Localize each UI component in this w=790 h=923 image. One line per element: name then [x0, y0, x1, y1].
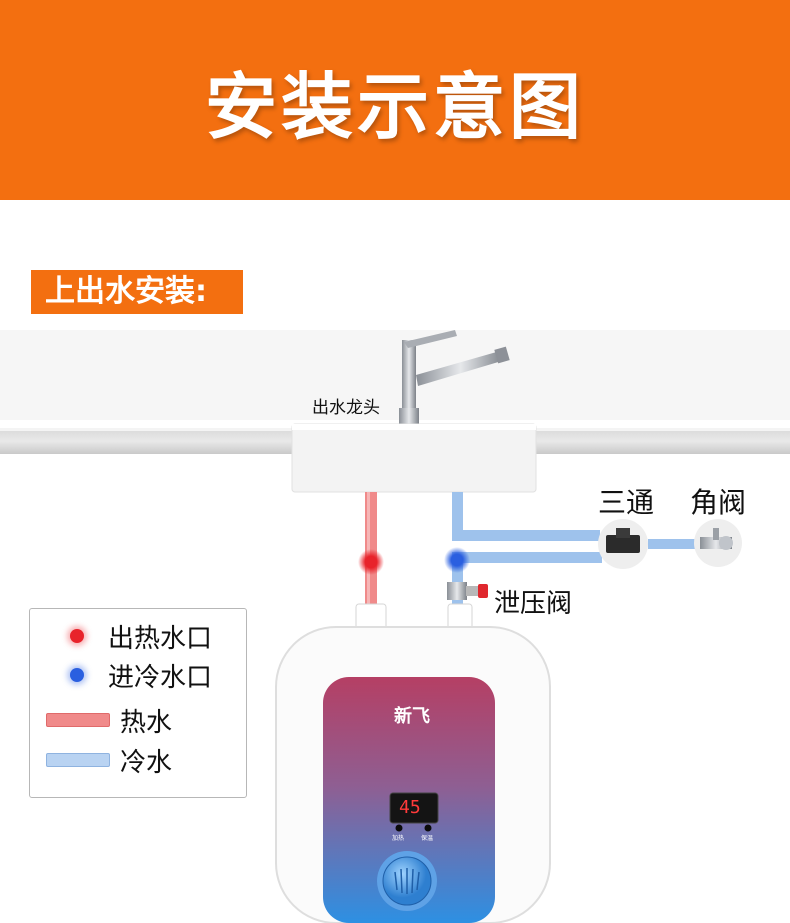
heater-brand-logo: 新飞 [394, 706, 430, 727]
relief-valve [447, 582, 488, 600]
water-heater [275, 626, 551, 923]
temperature-display [389, 792, 439, 824]
relief-valve-label: 泄压阀 [494, 589, 573, 619]
legend-hot-outlet-label: 出热水口 [108, 623, 213, 654]
section-label: 上出水安装: [31, 270, 243, 314]
tee-fitting [598, 519, 648, 569]
hot-dot-icon [70, 629, 84, 643]
legend-cold-inlet: 进冷水口 [46, 657, 212, 693]
angle-valve [694, 519, 742, 567]
hot-water-swatch [46, 713, 110, 727]
header-banner: 安装示意图 [0, 0, 790, 200]
legend-cold-water-label: 冷水 [120, 747, 173, 778]
legend-box: 出热水口 进冷水口 热水 冷水 [29, 608, 247, 798]
cold-dot-icon [70, 668, 84, 682]
legend-cold-inlet-label: 进冷水口 [108, 662, 213, 693]
hot-outlet-indicator [358, 549, 384, 575]
tee-label: 三通 [598, 486, 655, 519]
heat-button-label: 加热 [392, 835, 405, 842]
legend-hot-water: 热水 [46, 702, 172, 738]
angle-valve-label: 角阀 [690, 486, 747, 519]
legend-hot-water-label: 热水 [120, 707, 173, 738]
legend-cold-water: 冷水 [46, 742, 172, 778]
sink-basin [291, 423, 537, 493]
faucet-label: 出水龙头 [312, 398, 380, 418]
page-title: 安装示意图 [204, 64, 585, 149]
cold-inlet-indicator [444, 547, 470, 573]
cold-water-swatch [46, 753, 110, 767]
temperature-readout: 45 [399, 797, 421, 818]
cold-water-pipe-sink [452, 492, 600, 541]
legend-hot-outlet: 出热水口 [46, 618, 212, 654]
faucet-illustration [399, 330, 510, 426]
keep-warm-button-label: 保温 [421, 835, 434, 842]
